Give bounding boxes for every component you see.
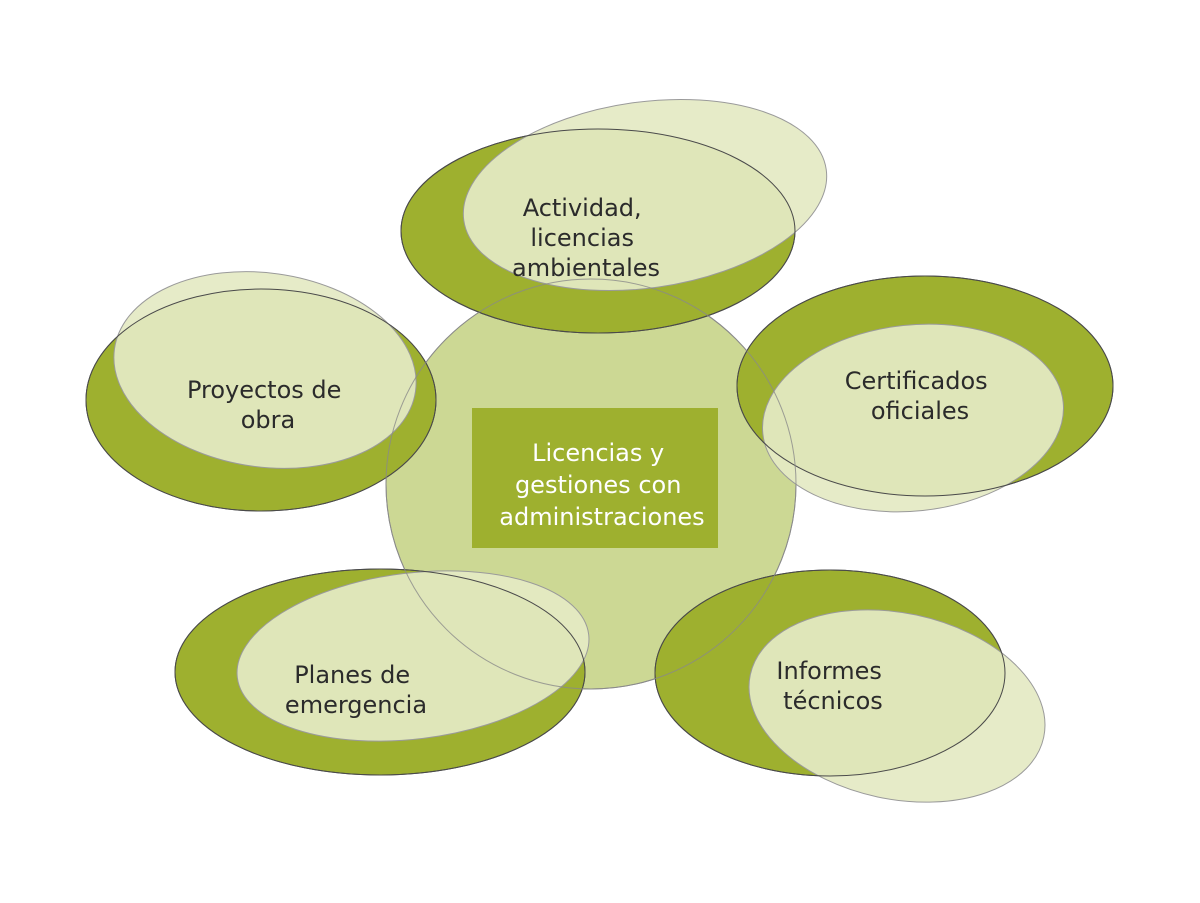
node-planes-label: Planes de emergencia [285,661,427,719]
node-certificados-label: Certificados oficiales [845,367,996,425]
node-certificados-outline [736,275,1114,497]
node-informes-outline [654,569,1006,777]
node-proyectos-inner [113,271,417,469]
node-proyectos: Proyectos de obra [85,271,437,512]
node-proyectos-outline [85,288,437,512]
node-certificados-inner [762,323,1064,513]
node-planes: Planes de emergencia [174,568,590,776]
node-informes-label: Informes técnicos [776,657,889,715]
center-label: Licencias y gestiones con administracion… [499,439,704,531]
node-planes-inner [236,570,590,742]
node-actividad-inner [462,98,828,292]
node-actividad-label: Actividad, licencias ambientales [512,194,660,282]
node-proyectos-label: Proyectos de obra [187,376,349,434]
node-informes-inner [748,609,1046,803]
node-planes-outline [174,568,586,776]
center-circle-outline [385,278,797,690]
node-certificados: Certificados oficiales [736,275,1114,513]
center-box [472,408,718,548]
node-actividad-outline [400,128,796,334]
node-actividad: Actividad, licencias ambientales [400,98,828,334]
node-informes: Informes técnicos [654,569,1046,803]
